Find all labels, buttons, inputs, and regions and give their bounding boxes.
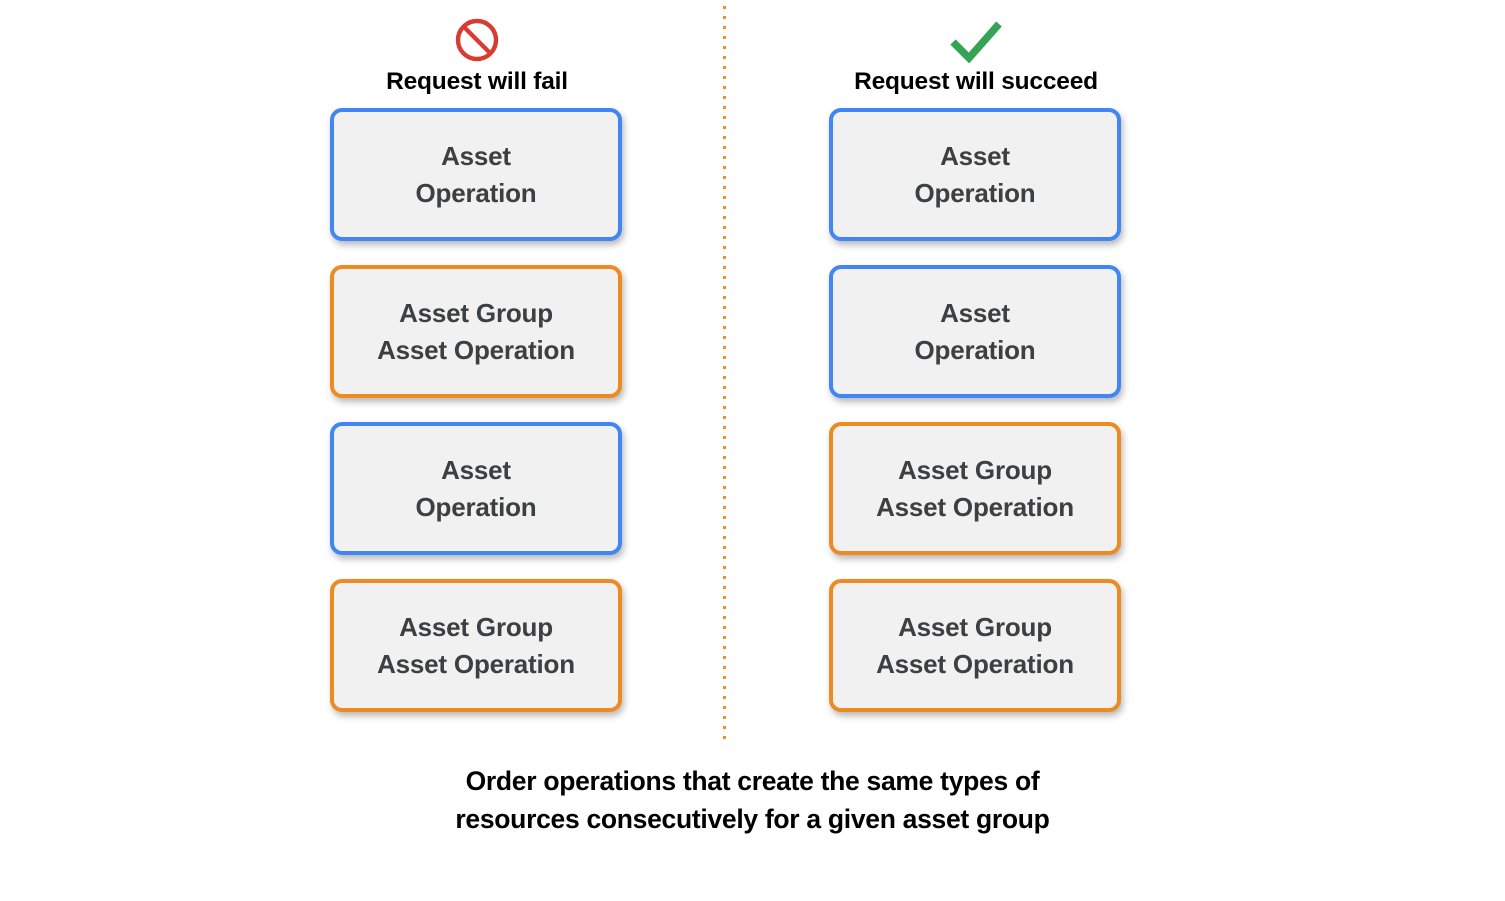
column-header-fail: Request will fail	[330, 0, 624, 108]
column-header-succeed: Request will succeed	[829, 0, 1123, 108]
column-title-fail: Request will fail	[386, 68, 568, 95]
card-label: Asset Group Asset Operation	[876, 611, 1074, 679]
card-stack-succeed: Asset Operation Asset Operation Asset Gr…	[829, 108, 1123, 712]
card-label: Asset Group Asset Operation	[876, 454, 1074, 522]
card-label: Asset Operation	[415, 140, 537, 208]
card-asset-operation[interactable]: Asset Operation	[330, 422, 622, 555]
column-divider	[723, 6, 726, 742]
check-icon	[945, 14, 1007, 66]
card-asset-group-asset-operation[interactable]: Asset Group Asset Operation	[829, 579, 1121, 712]
card-asset-group-asset-operation[interactable]: Asset Group Asset Operation	[829, 422, 1121, 555]
card-label: Asset Operation	[914, 297, 1036, 365]
card-asset-group-asset-operation[interactable]: Asset Group Asset Operation	[330, 579, 622, 712]
diagram-caption: Order operations that create the same ty…	[455, 766, 1050, 834]
card-label: Asset Group Asset Operation	[377, 297, 575, 365]
card-asset-group-asset-operation[interactable]: Asset Group Asset Operation	[330, 265, 622, 398]
column-title-succeed: Request will succeed	[854, 68, 1098, 95]
card-label: Asset Group Asset Operation	[377, 611, 575, 679]
card-asset-operation[interactable]: Asset Operation	[829, 108, 1121, 241]
card-label: Asset Operation	[914, 140, 1036, 208]
card-asset-operation[interactable]: Asset Operation	[829, 265, 1121, 398]
column-fail: Request will fail Asset Operation Asset …	[330, 0, 624, 712]
card-stack-fail: Asset Operation Asset Group Asset Operat…	[330, 108, 624, 712]
column-succeed: Request will succeed Asset Operation Ass…	[829, 0, 1123, 712]
card-asset-operation[interactable]: Asset Operation	[330, 108, 622, 241]
prohibition-icon	[454, 14, 500, 66]
card-label: Asset Operation	[415, 454, 537, 522]
